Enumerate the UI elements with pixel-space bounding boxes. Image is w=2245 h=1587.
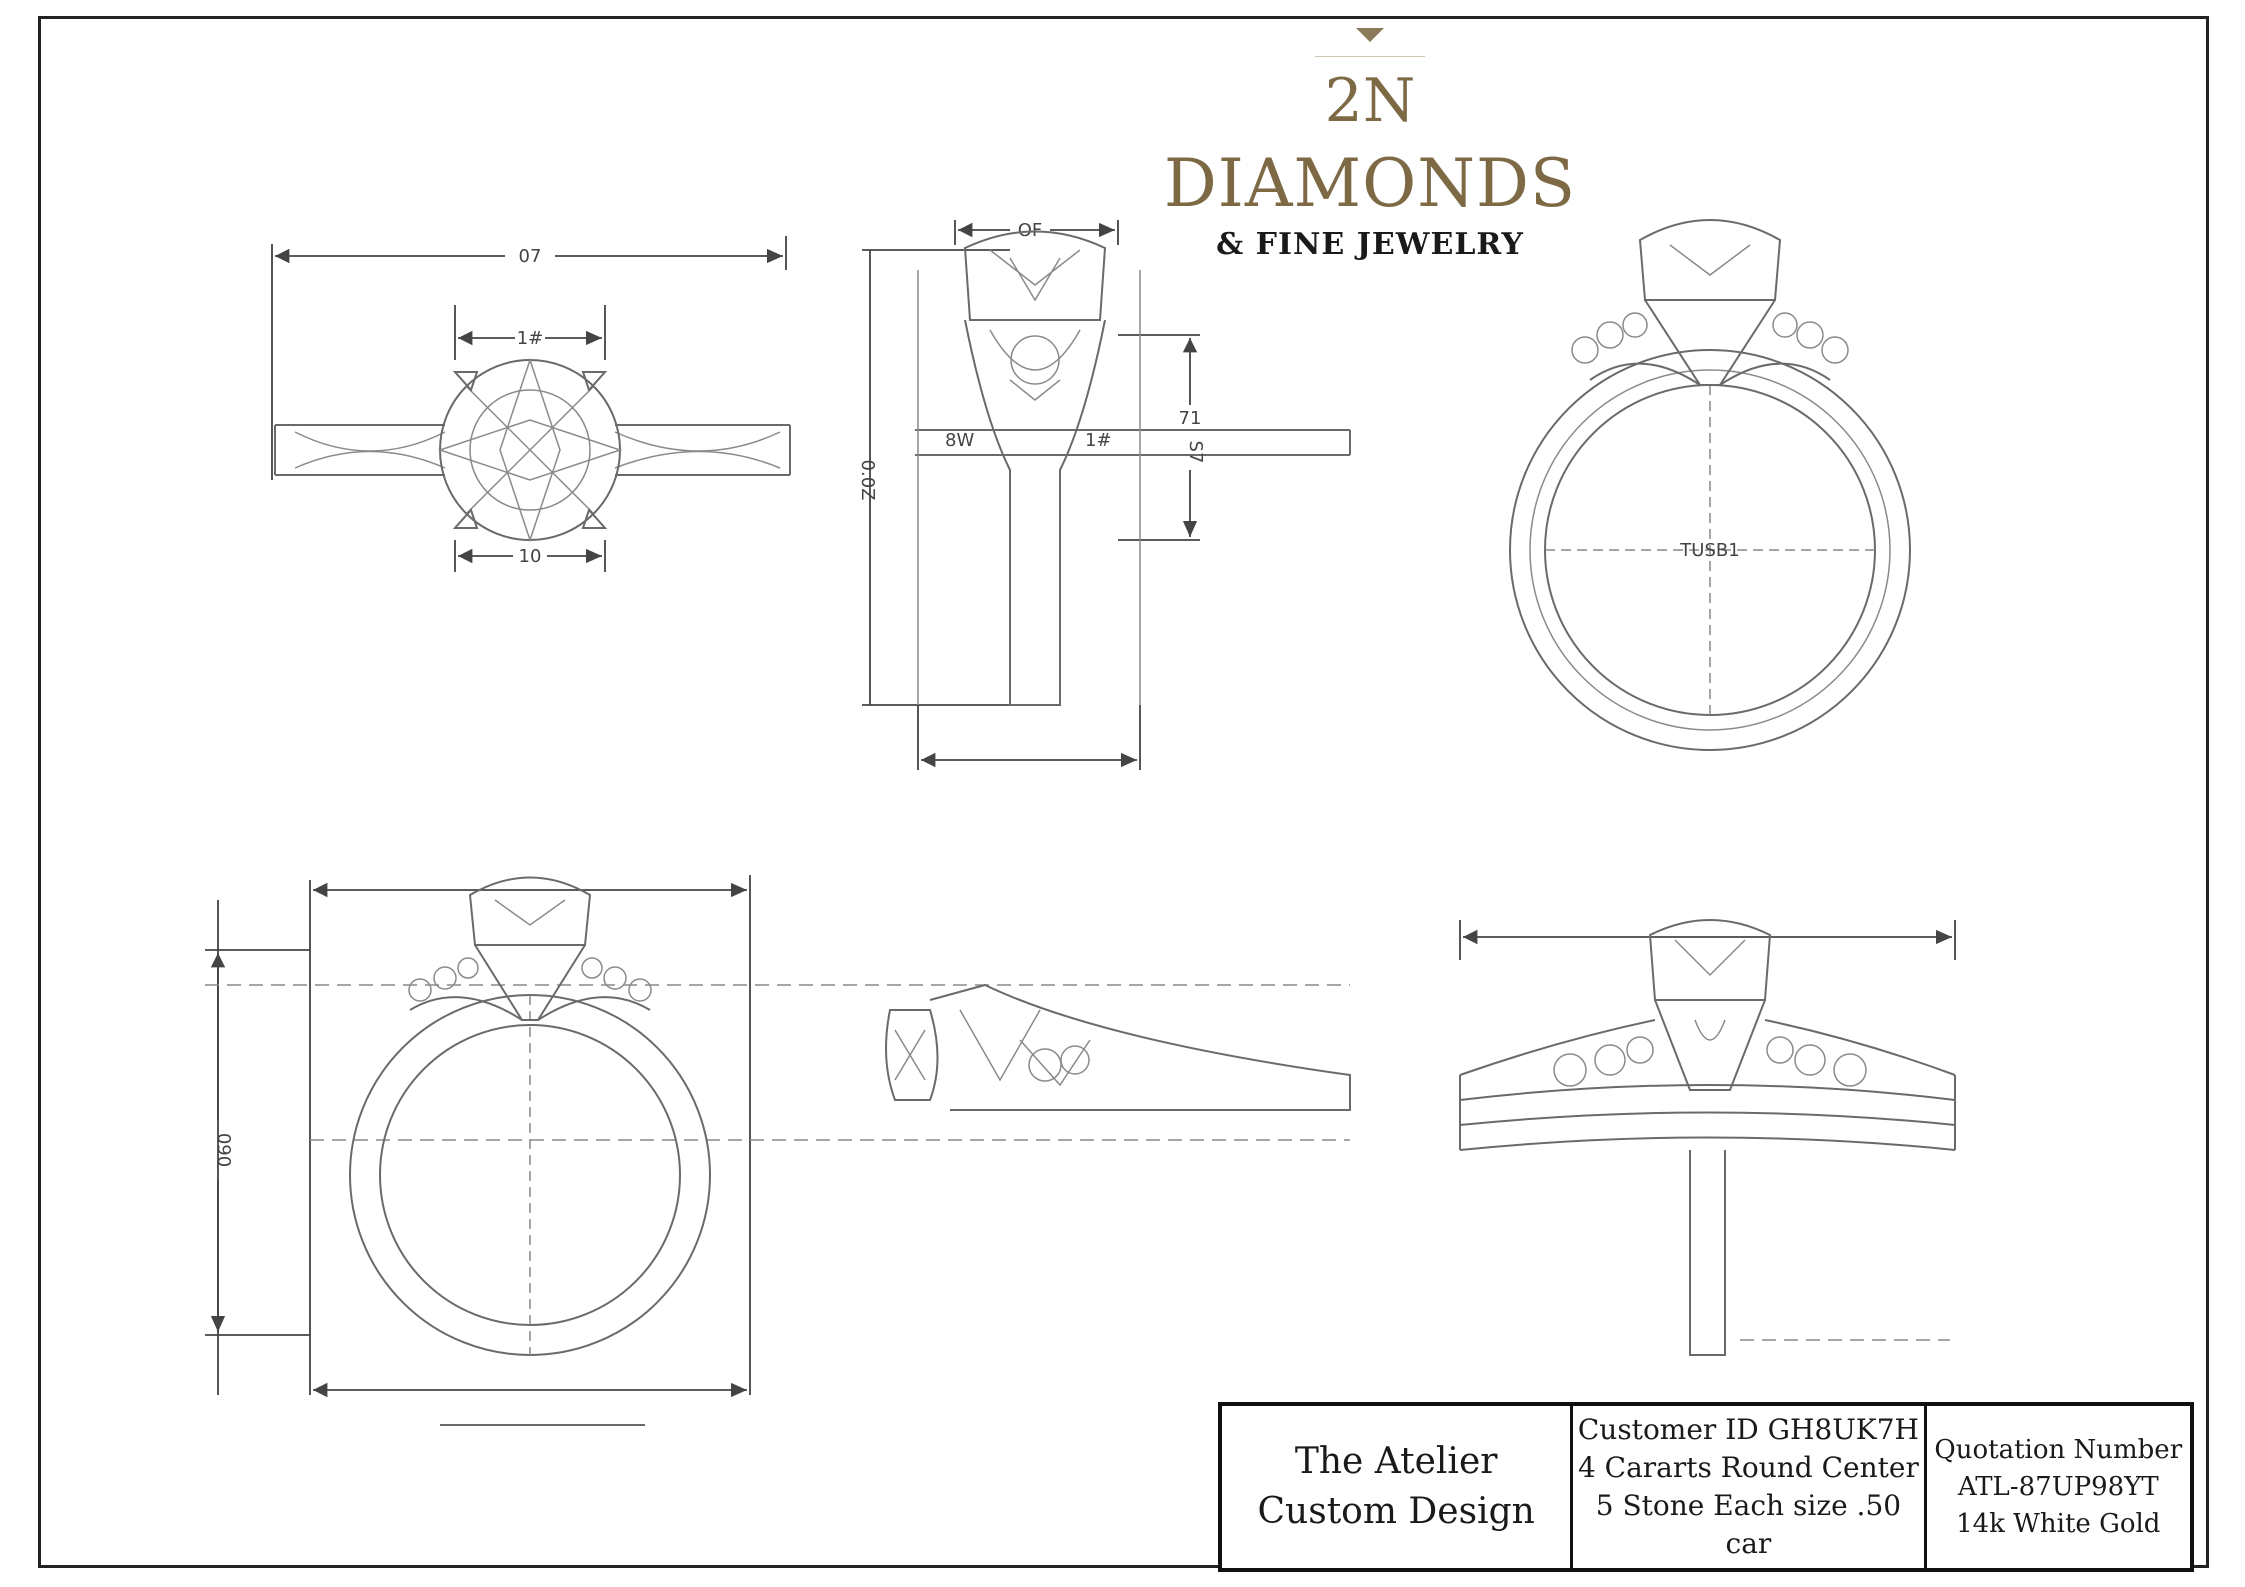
left-band-label: 8W (945, 430, 974, 451)
studio-cell: The Atelier Custom Design (1222, 1406, 1574, 1568)
band-view (1459, 919, 1956, 1356)
right-band-label: 1# (1085, 430, 1112, 451)
logo-monogram: 2N (1324, 66, 1416, 136)
brand-logo: 2N DIAMONDS & FINE JEWELRY (1160, 20, 1580, 262)
quotation-cell: Quotation Number ATL-87UP98YT 14k White … (1927, 1406, 2190, 1568)
logo-triangle-icon (1356, 28, 1384, 42)
customer-cell: Customer ID GH8UK7H 4 Cararts Round Cent… (1573, 1406, 1927, 1568)
quotation-label: Quotation Number (1934, 1434, 2183, 1465)
customer-id: Customer ID GH8UK7H (1577, 1413, 1919, 1446)
title-block: The Atelier Custom Design Customer ID GH… (1218, 1402, 2194, 1572)
metal-spec: 14k White Gold (1956, 1508, 2161, 1539)
front-view-lower: 090 (205, 875, 1350, 1426)
stone-width-label: 1# (517, 328, 544, 349)
center-stone-spec: 4 Cararts Round Center (1577, 1451, 1919, 1484)
front-view: TUSB1 (1509, 219, 1911, 751)
top-width-label: OF (1018, 220, 1043, 241)
lower-height-label: 090 (213, 1133, 234, 1167)
studio-name-line1: The Atelier (1294, 1441, 1498, 1482)
shank-label: S7 (1185, 441, 1206, 464)
overall-width-label: 07 (519, 246, 542, 267)
band-width-label: 10 (519, 546, 542, 567)
side-stones-spec: 5 Stone Each size .50 car (1595, 1489, 1902, 1560)
quotation-number: ATL-87UP98YT (1957, 1471, 2159, 1502)
inner-diameter-label: TUSB1 (1679, 540, 1739, 561)
perspective-view (885, 983, 1351, 1112)
logo-brand-name: DIAMONDS (1163, 145, 1577, 222)
studio-name-line2: Custom Design (1257, 1491, 1535, 1532)
logo-divider (1315, 56, 1425, 57)
height-label: 0.0Z (857, 460, 878, 501)
sheet-border (38, 16, 2209, 1568)
stone-depth-label: 71 (1179, 408, 1202, 429)
top-view: 07 1# 10 (271, 236, 791, 572)
logo-subtitle: & FINE JEWELRY (1216, 227, 1524, 262)
side-view: OF 0.0Z 8W 1# 71 S7 (857, 220, 1351, 770)
